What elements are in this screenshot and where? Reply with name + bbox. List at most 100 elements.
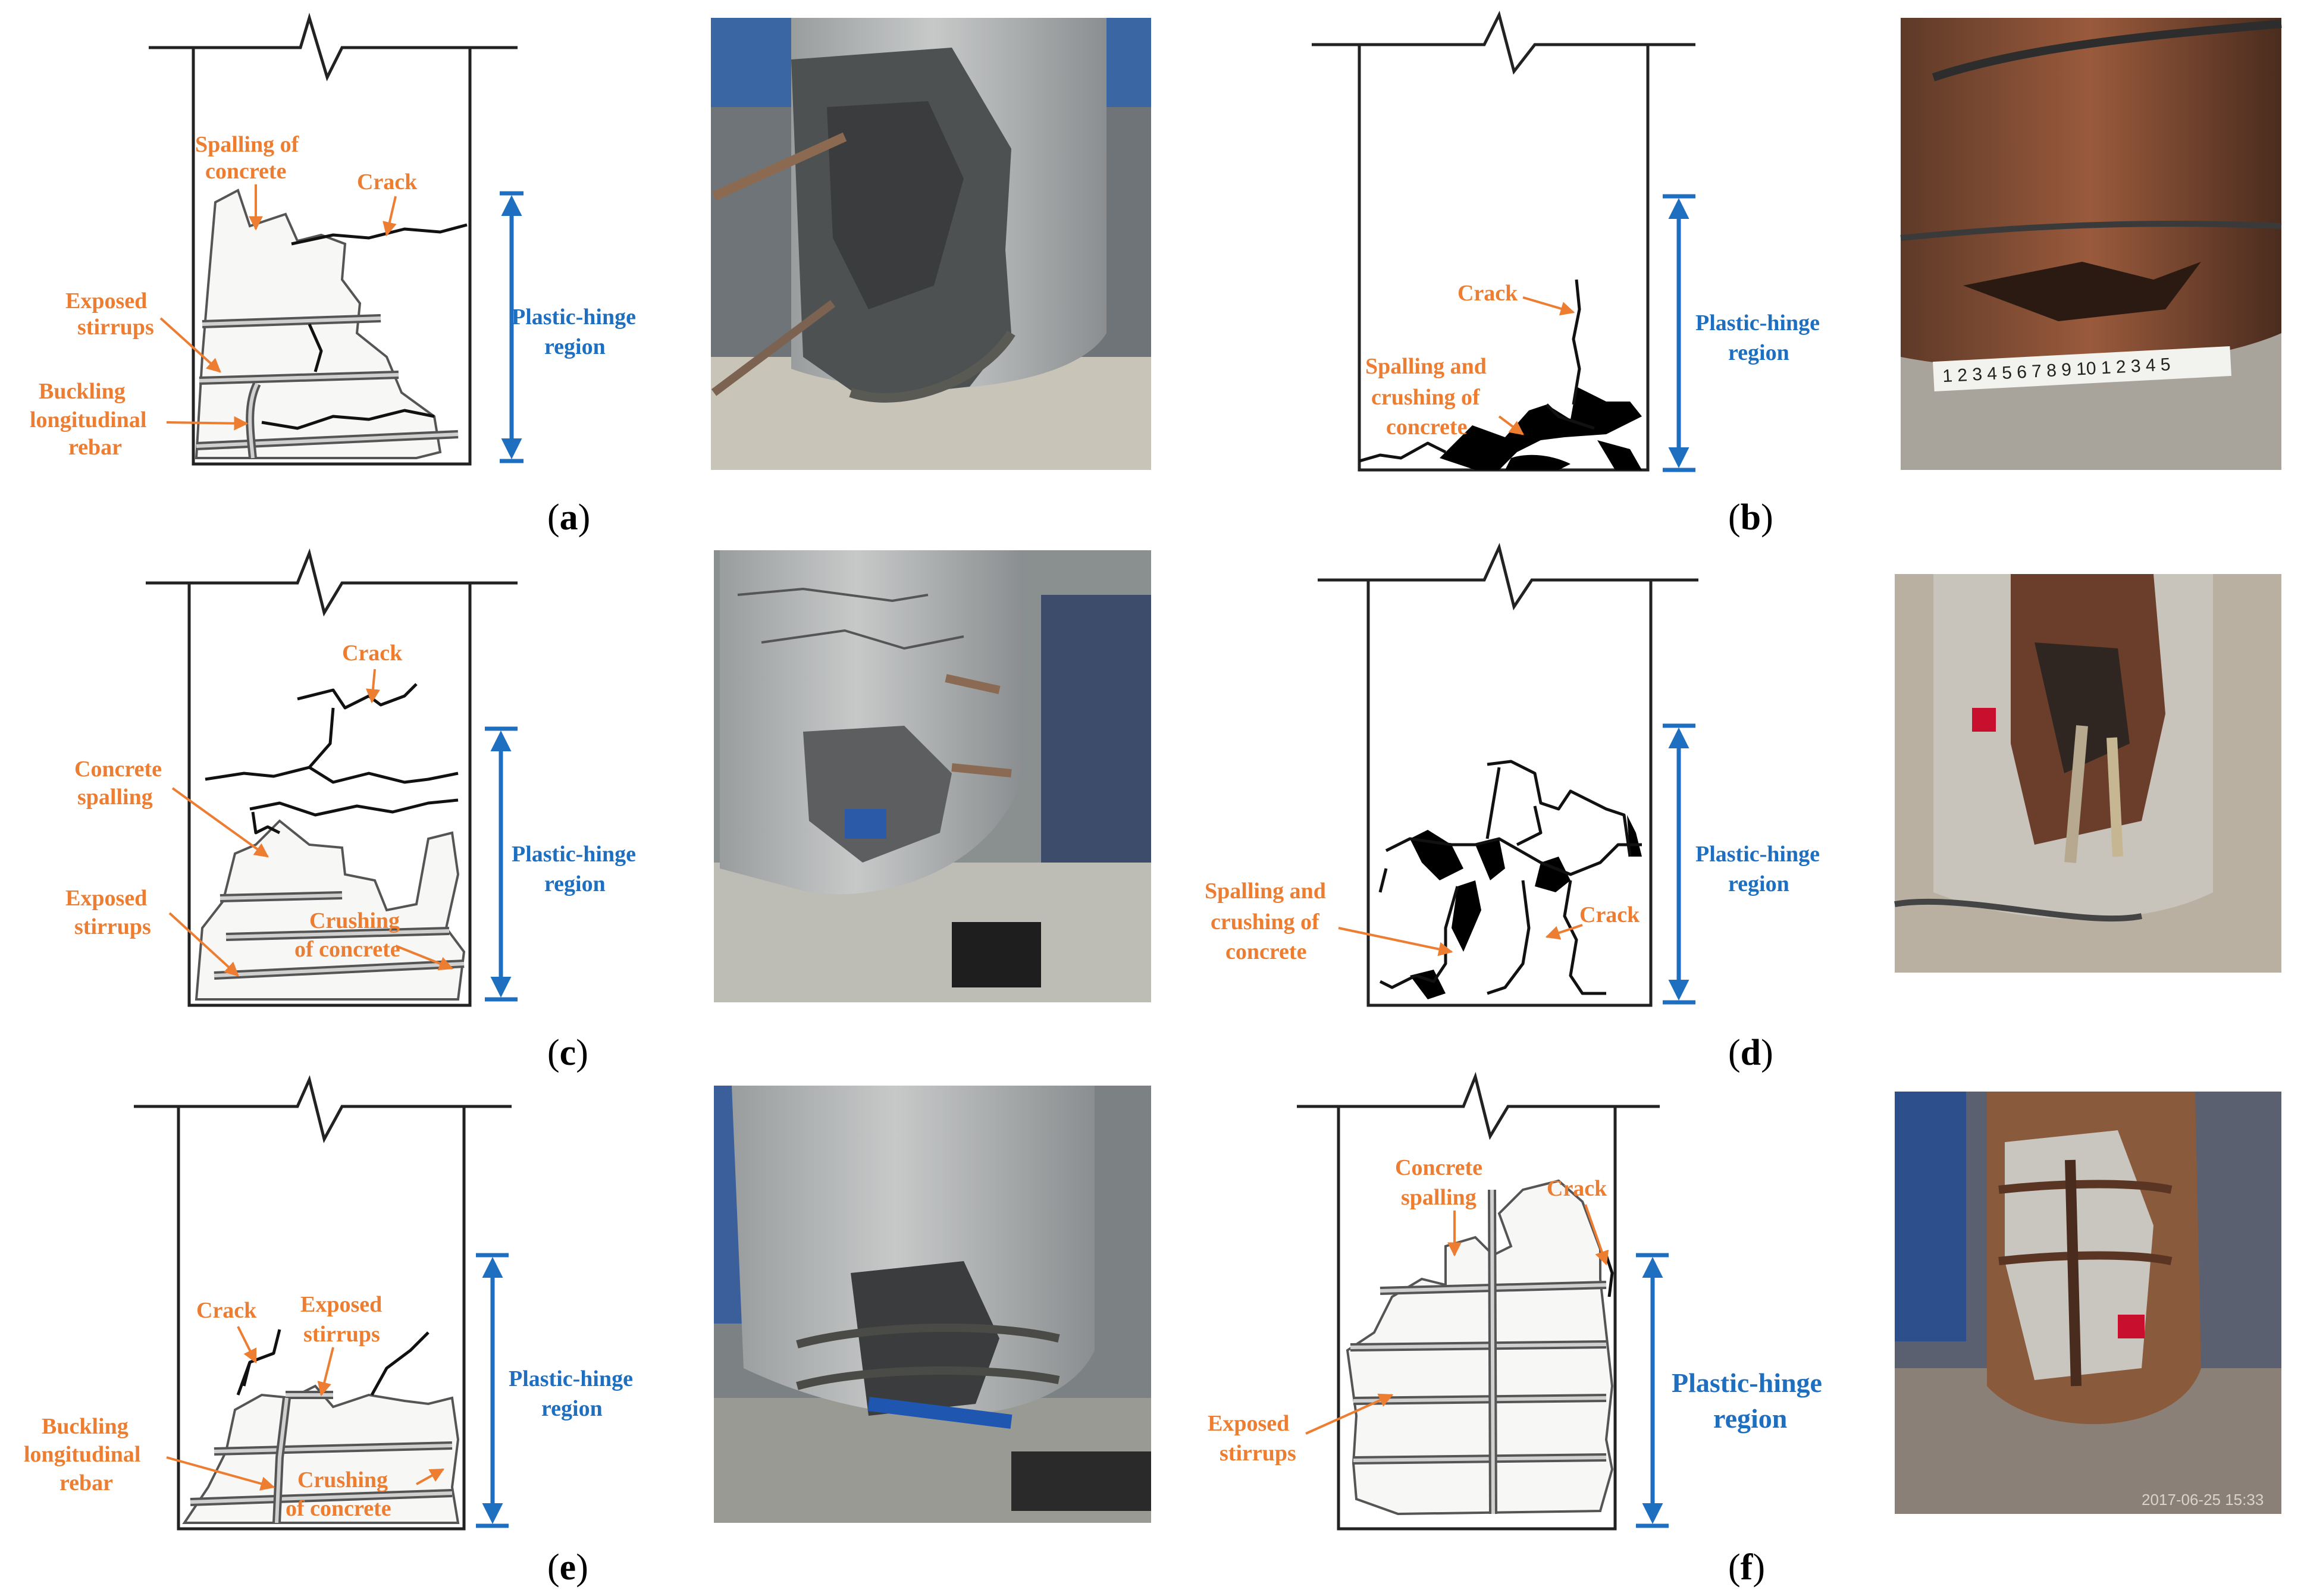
panel-a-sketch: Spalling of concrete Crack Exposed stirr… xyxy=(30,12,636,466)
column-outline xyxy=(146,548,518,1007)
svg-text:crushing of: crushing of xyxy=(1211,910,1320,935)
svg-text:region: region xyxy=(1728,340,1789,365)
svg-text:Plastic-hinge: Plastic-hinge xyxy=(512,842,636,867)
plastic-hinge-marker: Plastic-hinge region xyxy=(476,1253,633,1528)
svg-text:rebar: rebar xyxy=(68,435,122,460)
panel-e: Crack Exposed stirrups Buckling longitud… xyxy=(24,1075,1151,1588)
svg-text:Crack: Crack xyxy=(1579,902,1640,927)
crack-line xyxy=(297,683,418,710)
label-spalling: Spalling of concrete xyxy=(195,132,300,231)
svg-text:stirrups: stirrups xyxy=(74,914,151,939)
caption-d: (d) xyxy=(1728,1033,1773,1073)
column-outline xyxy=(1312,10,1695,472)
panel-c-sketch: Crack Concrete spalling Exposed stirrups… xyxy=(65,548,636,1007)
svg-text:Spalling of: Spalling of xyxy=(195,132,300,157)
panel-a-photo xyxy=(711,18,1151,470)
crack-line xyxy=(1563,880,1606,995)
svg-text:Buckling: Buckling xyxy=(39,379,126,404)
svg-text:Buckling: Buckling xyxy=(42,1414,128,1439)
panel-b-photo: 1 2 3 4 5 6 7 8 9 10 1 2 3 4 5 xyxy=(1900,18,2282,470)
svg-text:Plastic-hinge: Plastic-hinge xyxy=(1695,842,1820,867)
panel-f-sketch: Concrete spalling Crack Exposed stirrups… xyxy=(1208,1071,1822,1531)
svg-text:Crushing: Crushing xyxy=(309,908,400,933)
svg-text:Plastic-hinge: Plastic-hinge xyxy=(1672,1368,1822,1398)
plastic-hinge-marker: Plastic-hinge region xyxy=(1636,1253,1822,1528)
svg-text:Crack: Crack xyxy=(1547,1176,1607,1201)
label-crack: Crack xyxy=(1457,281,1575,316)
svg-text:Exposed: Exposed xyxy=(300,1292,382,1317)
svg-text:longitudinal: longitudinal xyxy=(30,407,146,432)
label-crushing: Crushing of concrete xyxy=(286,1468,445,1521)
label-stirrups: Exposed stirrups xyxy=(300,1292,382,1397)
svg-text:Spalling and: Spalling and xyxy=(1205,879,1326,904)
panel-b: Crack Spalling and crushing of concrete … xyxy=(1312,10,2282,538)
label-crack: Crack xyxy=(1545,902,1640,940)
svg-text:Crushing: Crushing xyxy=(297,1468,388,1492)
crack-line xyxy=(1604,1255,1614,1297)
panel-c-photo xyxy=(714,550,1151,1002)
svg-text:concrete: concrete xyxy=(1225,939,1306,964)
svg-text:Plastic-hinge: Plastic-hinge xyxy=(512,305,636,330)
svg-text:Exposed: Exposed xyxy=(1208,1411,1289,1436)
svg-text:2017-06-25 15:33: 2017-06-25 15:33 xyxy=(2142,1491,2264,1509)
panel-d: Spalling and crushing of concrete Crack … xyxy=(1205,543,2281,1073)
label-crack: Crack xyxy=(196,1298,257,1364)
panel-f: Concrete spalling Crack Exposed stirrups… xyxy=(1208,1071,2281,1588)
svg-text:of concrete: of concrete xyxy=(286,1496,391,1521)
panel-a: Spalling of concrete Crack Exposed stirr… xyxy=(30,12,1151,538)
svg-text:region: region xyxy=(544,334,606,359)
svg-text:crushing of: crushing of xyxy=(1371,385,1481,410)
panel-b-sketch: Crack Spalling and crushing of concrete … xyxy=(1312,10,1820,472)
label-stirrups: Exposed stirrups xyxy=(65,886,239,977)
svg-text:Crack: Crack xyxy=(342,641,403,666)
svg-text:region: region xyxy=(1713,1403,1787,1434)
svg-text:spalling: spalling xyxy=(77,785,153,810)
caption-a: (a) xyxy=(547,497,590,538)
svg-text:Crack: Crack xyxy=(1457,281,1518,306)
svg-text:region: region xyxy=(1728,871,1789,896)
panel-d-photo xyxy=(1894,574,2281,973)
svg-text:Spalling and: Spalling and xyxy=(1365,354,1487,379)
plastic-hinge-marker: Plastic-hinge region xyxy=(500,191,636,463)
svg-text:Exposed: Exposed xyxy=(65,886,147,911)
caption-f: (f) xyxy=(1728,1547,1765,1588)
crack-line xyxy=(1572,279,1581,405)
caption-e: (e) xyxy=(547,1547,588,1588)
panel-e-sketch: Crack Exposed stirrups Buckling longitud… xyxy=(24,1075,633,1531)
plastic-hinge-marker: Plastic-hinge region xyxy=(1663,723,1820,1005)
column-outline xyxy=(149,12,518,466)
label-spalling: Spalling and crushing of concrete xyxy=(1365,354,1524,440)
label-crack: Crack xyxy=(1547,1176,1609,1266)
label-buckling: Buckling longitudinal rebar xyxy=(30,379,249,460)
svg-text:Concrete: Concrete xyxy=(74,757,162,782)
svg-text:stirrups: stirrups xyxy=(1220,1441,1296,1466)
svg-text:Crack: Crack xyxy=(357,170,418,195)
panel-f-photo: 2017-06-25 15:33 xyxy=(1895,1092,2281,1514)
svg-text:region: region xyxy=(541,1396,603,1421)
svg-text:stirrups: stirrups xyxy=(77,315,154,340)
svg-text:region: region xyxy=(544,871,606,896)
label-stirrups: Exposed stirrups xyxy=(1208,1393,1394,1466)
svg-text:stirrups: stirrups xyxy=(303,1322,380,1347)
label-buckling: Buckling longitudinal rebar xyxy=(24,1414,275,1495)
panel-c: Crack Concrete spalling Exposed stirrups… xyxy=(65,548,1151,1073)
plastic-hinge-marker: Plastic-hinge region xyxy=(485,726,636,1002)
label-crushing: Crushing of concrete xyxy=(294,908,454,971)
svg-text:Concrete: Concrete xyxy=(1395,1155,1482,1180)
svg-text:concrete: concrete xyxy=(205,159,286,184)
caption-b: (b) xyxy=(1728,497,1773,538)
svg-text:spalling: spalling xyxy=(1401,1185,1477,1210)
column-outline xyxy=(1318,543,1698,1007)
caption-c: (c) xyxy=(547,1033,588,1073)
svg-text:rebar: rebar xyxy=(59,1470,113,1495)
column-outline xyxy=(1297,1071,1660,1531)
panel-e-photo xyxy=(714,1086,1151,1523)
label-stirrups: Exposed stirrups xyxy=(65,289,221,373)
label-crack: Crack xyxy=(357,170,418,237)
svg-text:Exposed: Exposed xyxy=(65,289,147,313)
svg-text:Crack: Crack xyxy=(196,1298,257,1323)
column-outline xyxy=(134,1075,512,1531)
svg-text:longitudinal: longitudinal xyxy=(24,1442,140,1467)
label-crack: Crack xyxy=(342,641,403,704)
